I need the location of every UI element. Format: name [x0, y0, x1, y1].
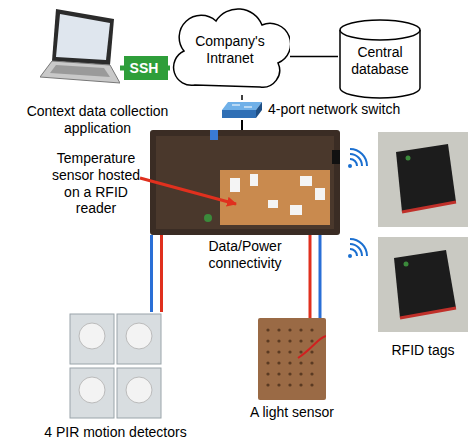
- diagram-node: Central database: [338, 18, 422, 100]
- diagram-node: Data/Power connectivity: [150, 130, 340, 235]
- switch-icon: [222, 100, 262, 120]
- node-text: SSH: [130, 60, 159, 77]
- rfid-reader-photo: [150, 130, 340, 235]
- connector-line: [160, 235, 163, 312]
- diagram-node: RFID tags: [378, 132, 468, 360]
- connector-line: [150, 235, 153, 312]
- connector: [242, 120, 243, 130]
- connector-line: [319, 235, 322, 318]
- node-text: A light sensor: [238, 404, 346, 421]
- node-text-area: Central database: [338, 18, 422, 100]
- node-text: Central database: [345, 44, 415, 78]
- node-text-area: Company's Intranet: [170, 5, 290, 95]
- connector: [152, 235, 162, 312]
- diagram-node: SSH: [124, 56, 164, 80]
- diagram-node: A light sensor: [258, 318, 326, 400]
- callout-label: Temperature sensor hosted on a RFID read…: [44, 150, 148, 217]
- connector: [242, 95, 243, 100]
- connector-line: [241, 120, 243, 130]
- node-text: RFID tags: [378, 342, 468, 359]
- connector-line: [290, 56, 338, 58]
- connector-line: [309, 235, 312, 318]
- node-text: 4 PIR motion detectors: [38, 424, 193, 441]
- connector-line: [241, 95, 243, 100]
- connector: [310, 235, 320, 318]
- node-text: Data/Power connectivity: [195, 238, 295, 272]
- light-sensor-photo: [258, 318, 326, 400]
- connector-line: [120, 66, 124, 71]
- diagram-node: 4-port network switch: [222, 100, 262, 120]
- node-text: 4-port network switch: [268, 101, 400, 118]
- pir-detector-photos: [68, 312, 163, 420]
- connector: [120, 68, 124, 69]
- wifi-symbol: [348, 149, 367, 168]
- node-text: Company's Intranet: [185, 33, 275, 67]
- diagram-node: 4 PIR motion detectors: [68, 312, 163, 420]
- diagram-node: Context data collection application: [40, 5, 120, 95]
- laptop-illustration: [40, 5, 120, 95]
- node-text-area: SSH: [124, 56, 164, 80]
- connector: [290, 56, 338, 57]
- rfid-tag-photos: [378, 132, 468, 332]
- wifi-symbol: [348, 239, 367, 258]
- diagram-node: Company's Intranet: [170, 5, 290, 95]
